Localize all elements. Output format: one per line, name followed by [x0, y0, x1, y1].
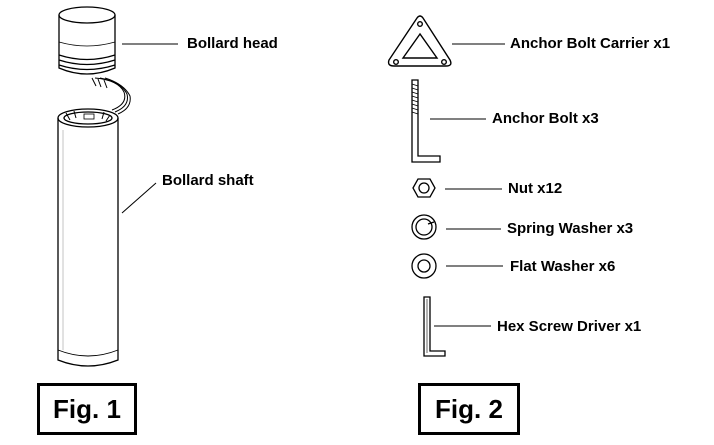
anchor-bolt-drawing	[411, 79, 441, 163]
bollard-shaft-leader	[121, 182, 157, 214]
bollard-head-drawing	[58, 6, 131, 115]
hex-screw-driver-drawing	[423, 296, 446, 357]
hex-screw-driver-label: Hex Screw Driver x1	[497, 318, 642, 335]
anchor-bolt-carrier-label: Anchor Bolt Carrier x1	[510, 35, 671, 52]
flat-washer-label: Flat Washer x6	[510, 258, 616, 275]
spring-washer-drawing	[411, 214, 437, 240]
anchor-bolt-label: Anchor Bolt x3	[492, 110, 599, 127]
figure-1-caption: Fig. 1	[37, 383, 137, 435]
bollard-head-label: Bollard head	[187, 35, 278, 52]
bollard-shaft-drawing	[57, 108, 119, 367]
bollard-shaft-label: Bollard shaft	[162, 172, 254, 189]
nut-drawing	[412, 178, 436, 198]
spring-washer-label: Spring Washer x3	[507, 220, 634, 237]
figure-2-caption: Fig. 2	[418, 383, 520, 435]
flat-washer-drawing	[411, 253, 437, 279]
nut-label: Nut x12	[508, 180, 563, 197]
anchor-bolt-carrier-drawing	[387, 15, 452, 67]
